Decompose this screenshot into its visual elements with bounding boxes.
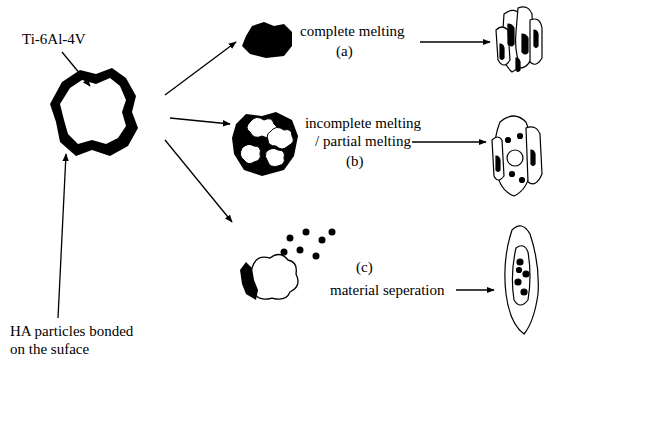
case-label: (b) bbox=[346, 152, 364, 170]
outcome-label: complete melting bbox=[300, 22, 405, 40]
process-arrow bbox=[420, 41, 490, 42]
molten-droplet bbox=[242, 22, 292, 58]
process-arrow bbox=[456, 289, 494, 290]
leader-arrow bbox=[62, 52, 90, 86]
splat-separated bbox=[505, 226, 538, 334]
branch-arrow bbox=[165, 140, 232, 222]
process-arrow bbox=[412, 141, 486, 142]
splat-dense bbox=[496, 7, 542, 72]
case-label: (c) bbox=[356, 258, 373, 276]
separated-particle bbox=[240, 229, 336, 301]
ti-particle bbox=[50, 68, 138, 156]
branch-arrow bbox=[170, 118, 230, 124]
branch-arrow bbox=[165, 42, 236, 95]
outcome-label: incomplete melting / partial melting bbox=[302, 114, 424, 150]
coating-label: HA particles bonded on the suface bbox=[10, 322, 150, 358]
leader-arrow bbox=[58, 154, 66, 318]
splat-partial bbox=[492, 116, 542, 196]
material-label: Ti-6Al-4V bbox=[22, 30, 86, 48]
case-label: (a) bbox=[336, 42, 353, 60]
outcome-label: material seperation bbox=[330, 281, 445, 299]
partial-droplet bbox=[232, 112, 298, 176]
